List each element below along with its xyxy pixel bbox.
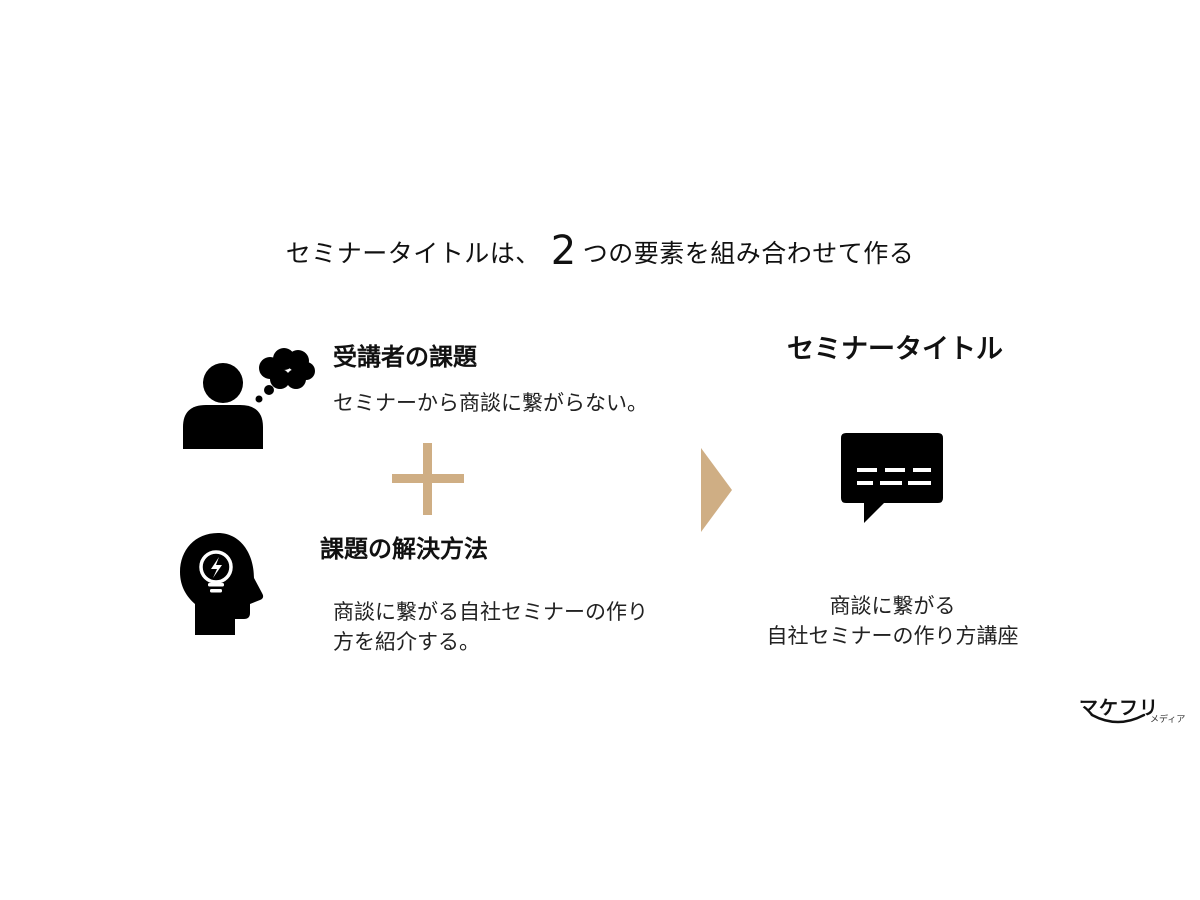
challenge-heading: 受講者の課題 <box>333 343 477 371</box>
logo-smile-icon <box>1090 713 1146 724</box>
result-text: 商談に繋がる 自社セミナーの作り方講座 <box>730 591 1055 651</box>
result-line-1: 商談に繋がる <box>829 594 956 618</box>
arrow-icon <box>701 448 732 532</box>
solution-text: 商談に繋がる自社セミナーの作り方を紹介する。 <box>333 600 648 654</box>
headline-number: 2 <box>550 228 577 274</box>
title-heading: セミナータイトル <box>787 334 1003 365</box>
result-line-2: 自社セミナーの作り方講座 <box>766 624 1019 648</box>
headline-before: セミナータイトルは、 <box>285 239 541 268</box>
headline-after: つの要素を組み合わせて作る <box>582 239 915 268</box>
logo-sub-text: メディア <box>1150 715 1186 725</box>
challenge-text: セミナーから商談に繋がらない。 <box>333 391 648 415</box>
brand-logo: マケフリ メディア <box>1076 693 1194 729</box>
solution-heading: 課題の解決方法 <box>320 535 488 563</box>
head-bulb-icon <box>180 533 264 635</box>
plus-icon <box>392 443 464 515</box>
logo-main-text: マケフリ <box>1079 697 1160 719</box>
chat-icon <box>841 433 943 523</box>
person-thought-icon <box>183 348 315 449</box>
